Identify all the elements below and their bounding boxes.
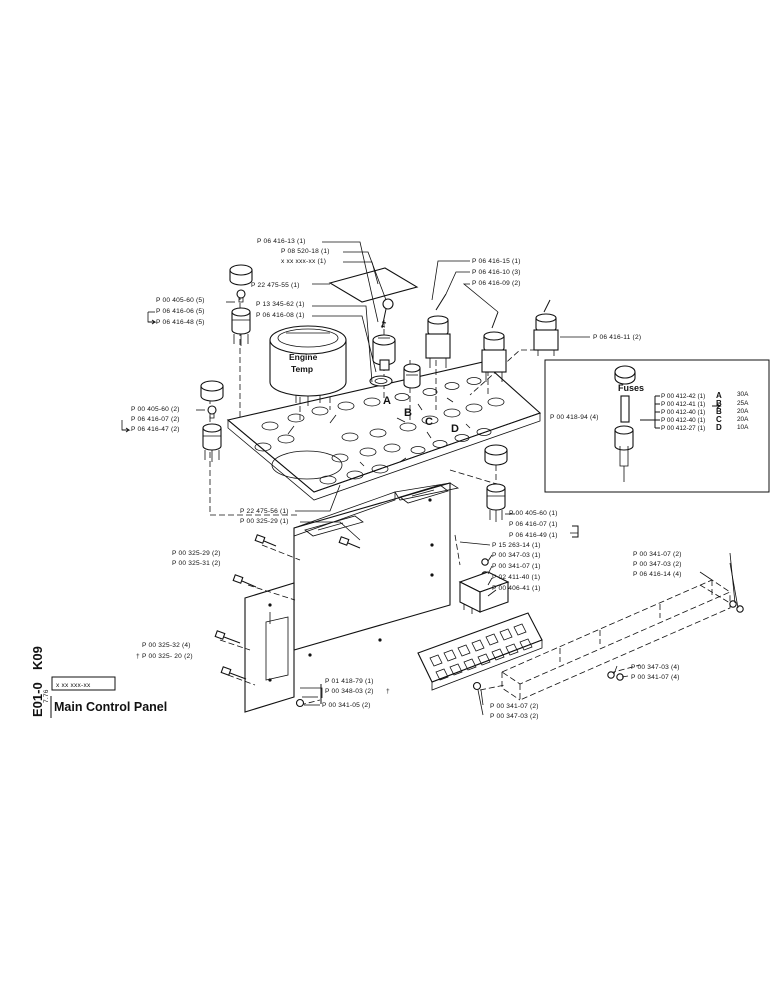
label-sw-09: P 06 416-09 (2) [472,280,521,287]
label-relay: P 02 411-40 (1) [492,574,540,581]
label-lamp2-47: P 06 416-47 (2) [131,426,180,433]
label-gasket: P 22 475-55 (1) [251,282,300,289]
label-gauge-08: P 06 416-08 (1) [256,312,305,319]
label-bolt-20-dagger: † [136,653,140,660]
section-code: E01-0 [30,682,45,717]
label-bolt-32: P 00 325-32 (4) [142,642,191,649]
engine-temp-gauge: Engine Temp [269,325,347,406]
label-rail-b-347: P 00 347-03 (4) [631,664,680,671]
fuse-2-amps: 25A [737,400,749,407]
indicator-lamp-right [484,444,508,522]
panel-letter-b: B [404,407,412,419]
indicator-lamp-left-lower [200,380,224,462]
label-rail-b-341: P 00 341-07 (4) [631,674,680,681]
key-switch [372,334,396,371]
label-bolt-29-2: P 00 325-29 (2) [172,550,221,557]
label-bolt-29-1: P 00 325-29 (1) [240,518,289,525]
fuse-1-letter: A [716,391,722,400]
callout-leaders [121,241,739,716]
fuse-3-part: P 00 412-40 (1) [661,409,705,416]
fuse-1-amps: 30A [737,391,749,398]
label-bracket-14: P 15 263-14 (1) [492,542,541,549]
fuse-4-letter: C [716,415,722,424]
toggle-switch-3 [533,299,559,356]
fuse-2-part: P 00 412-41 (1) [661,401,705,408]
label-key-switch-top: P 06 416-13 (1) [257,238,306,245]
label-lamp-left-top: P 00 405-60 (5) [156,297,205,304]
din-rail [501,579,731,701]
label-relay-base: P 00 406-41 (1) [492,585,541,592]
indicator-lamp-left-upper [229,264,253,346]
label-lamp3-60: P 00 405-60 (1) [509,510,558,517]
fuse-block [417,612,543,691]
label-gauge-62: P 13 345-62 (1) [256,301,305,308]
label-strip-79: P 01 418-79 (1) [325,678,374,685]
label-rail-14: P 06 416-14 (4) [633,571,682,578]
label-sw-10: P 06 416-10 (3) [472,269,521,276]
panel-letter-c: C [425,416,433,428]
title-block: x xx xxx-xx Main Control Panel 7.76 E01-… [30,646,167,718]
fuse-3-amps: 20A [737,408,749,415]
fuse-2-letter: B [716,399,722,408]
label-nut-341: P 00 341-07 (1) [492,563,541,570]
fuse-4-part: P 00 412-40 (1) [661,417,705,424]
label-washer-dagger: † [386,688,390,695]
page-ref-code: K09 [30,646,45,670]
label-fb-nut-341: P 00 341-07 (2) [490,703,539,710]
label-sw-15: P 06 416-15 (1) [472,258,521,265]
fuse-holder-label: P 00 418-94 (4) [550,414,599,421]
relay [458,571,510,614]
label-key: P 08 520-18 (1) [281,248,330,255]
fuse-holder-icon [614,365,636,482]
push-switch-center [403,363,421,389]
toggle-switch-1 [425,293,451,368]
fuse-4-amps: 20A [737,416,749,423]
label-nut-347: P 00 347-03 (1) [492,552,541,559]
label-nut-05: P 00 341-05 (2) [322,702,371,709]
fuse-3-letter: B [716,407,722,416]
fuses-heading: Fuses [618,383,644,393]
main-panel-plate: A B C D [226,361,542,501]
callout-labels: P 06 416-13 (1) P 08 520-18 (1) x xx xxx… [131,238,682,720]
panel-letter-a: A [383,395,391,407]
part-number-placeholder: x xx xxx-xx [56,682,91,689]
fuse-5-part: P 00 412-27 (1) [661,425,705,432]
panel-letter-d: D [451,423,459,435]
gauge-label-line1: Engine [289,352,318,362]
label-key-blank: x xx xxx-xx (1) [281,258,326,265]
label-bolt-31: P 00 325-31 (2) [172,560,221,567]
key-plate [328,267,419,303]
fuse-5-amps: 10A [737,424,749,431]
gauge-label-line2: Temp [291,364,313,374]
key-icon [380,298,394,329]
label-rail-341: P 00 341-07 (2) [633,551,682,558]
date-code: 7.76 [43,689,50,703]
main-title: Main Control Panel [54,700,167,714]
label-lamp3-07: P 06 416-07 (1) [509,521,558,528]
label-washer-348: P 00 348-03 (2) [325,688,374,695]
label-lamp2-07: P 06 416-07 (2) [131,416,180,423]
label-lamp-left-48: P 06 416-48 (5) [156,319,205,326]
gauge-ring [369,375,393,387]
callout-arrows [122,319,579,704]
toggle-switch-2 [481,311,507,382]
support-bracket [244,482,460,713]
label-sw-11: P 06 416-11 (2) [593,334,641,341]
label-bolt-20: P 00 325- 20 (2) [142,653,193,660]
fuse-5-letter: D [716,423,722,432]
label-lamp3-49: P 06 416-49 (1) [509,532,558,539]
label-plate-56: P 22 475-56 (1) [240,508,289,515]
fuse-1-part: P 00 412-42 (1) [661,393,705,400]
label-lamp-left-06: P 06 416-06 (5) [156,308,205,315]
label-rail-347: P 00 347-03 (2) [633,561,682,568]
label-lamp2-60: P 00 405-60 (2) [131,406,180,413]
fuse-inset: Fuses P 00 418-94 (4) P 00 412-42 (1) A … [544,359,770,493]
label-fb-nut-347: P 00 347-03 (2) [490,713,539,720]
